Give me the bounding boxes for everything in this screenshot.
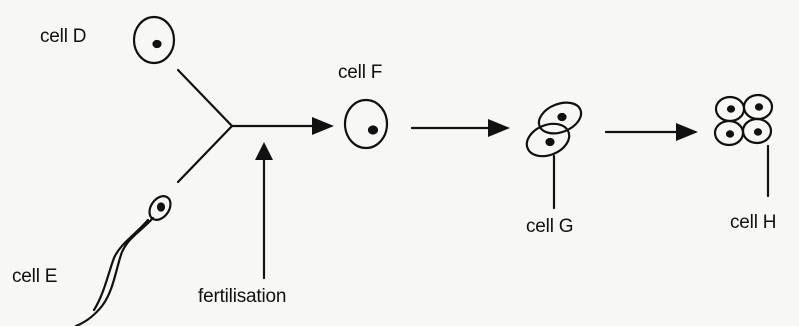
arrowhead-fertilisation	[255, 142, 273, 160]
cell-e-label: cell E	[12, 266, 57, 288]
fertilisation-label: fertilisation	[198, 286, 286, 308]
cell-d-egg	[134, 17, 174, 63]
arrowhead-to-cell-h	[676, 123, 698, 141]
cell-g-two-cell	[522, 97, 586, 208]
cell-e-sperm	[76, 192, 175, 326]
cell-f-label: cell F	[338, 62, 382, 84]
arrowhead-to-cell-f	[312, 117, 334, 135]
line-from-cell-e	[178, 126, 232, 182]
arrowhead-to-cell-g	[488, 119, 510, 137]
cell-d-label: cell D	[40, 26, 86, 48]
line-from-cell-d	[178, 70, 232, 126]
cell-h-four-cell	[715, 95, 772, 196]
cell-g-label: cell G	[526, 216, 573, 238]
cell-h-label: cell H	[730, 212, 776, 234]
cell-f-zygote	[345, 100, 387, 148]
